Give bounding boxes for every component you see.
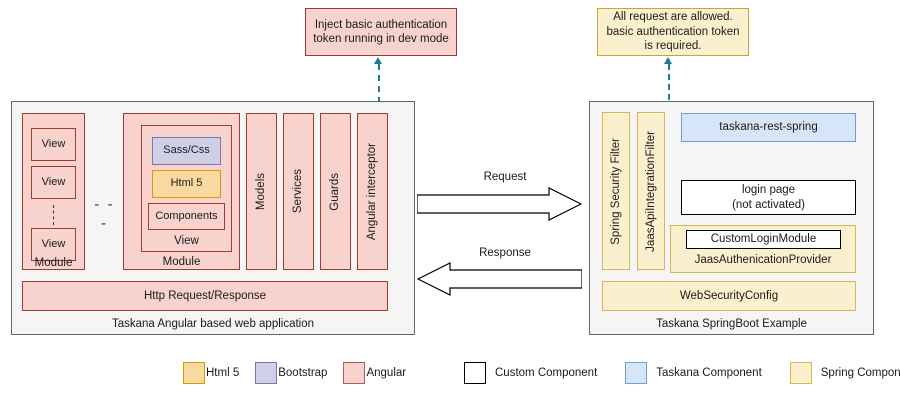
custom-login-module-box[interactable]: CustomLoginModule <box>686 230 841 249</box>
module-b-label: Module <box>162 255 201 268</box>
legend-swatch-bootstrap <box>255 362 278 384</box>
guards-column[interactable]: Guards <box>320 113 351 270</box>
module-a-view-ellipsis <box>53 205 54 225</box>
jaas-authentication-provider-label: JaasAuthenicationProvider <box>694 253 832 266</box>
legend-right-group: Custom Component Taskana Component Sprin… <box>464 362 900 384</box>
taskana-rest-spring-box[interactable]: taskana-rest-spring <box>681 113 856 142</box>
module-a-view-1[interactable]: View <box>31 128 76 161</box>
legend-label-spring-component: Spring Component <box>820 367 900 379</box>
models-column[interactable]: Models <box>246 113 277 270</box>
jaas-api-integration-filter-label: JaasApiIntegrationFilter <box>644 130 657 252</box>
legend-item-custom-component: Custom Component <box>464 362 597 384</box>
angular-note-arrowhead <box>374 57 382 64</box>
legend-item-taskana-component: Taskana Component <box>625 362 762 384</box>
http-request-response-bar[interactable]: Http Request/Response <box>22 281 388 311</box>
services-column[interactable]: Services <box>283 113 314 270</box>
module-a-label: Module <box>34 256 73 269</box>
spring-security-filter[interactable]: Spring Security Filter <box>602 112 630 270</box>
request-arrow-label: Request <box>483 170 527 183</box>
modules-ellipsis: - - - <box>88 196 121 232</box>
components-box[interactable]: Components <box>148 203 225 230</box>
response-arrow <box>417 262 582 296</box>
html5-box[interactable]: Html 5 <box>152 170 221 198</box>
legend-swatch-angular <box>343 362 366 384</box>
angular-note-connector <box>378 64 380 114</box>
spring-security-filter-label: Spring Security Filter <box>609 137 622 245</box>
module-a-view-2[interactable]: View <box>31 166 76 199</box>
angular-app-caption: Taskana Angular based web application <box>111 317 315 330</box>
module-b-view-label: View <box>174 235 199 248</box>
legend-swatch-custom-component <box>464 362 486 384</box>
legend-left-group: Html 5 Bootstrap Angular <box>183 362 406 384</box>
models-column-label: Models <box>255 172 268 211</box>
module-a-view-3[interactable]: View <box>31 228 76 261</box>
angular-interceptor-column[interactable]: Angular interceptor <box>357 113 388 270</box>
legend-label-bootstrap: Bootstrap <box>278 367 328 379</box>
angular-interceptor-column-label: Angular interceptor <box>366 142 379 241</box>
spring-auth-note: All request are allowed. basic authentic… <box>597 8 749 56</box>
legend-item-angular: Angular <box>343 362 406 384</box>
response-arrow-label: Response <box>479 246 531 259</box>
legend-label-html5: Html 5 <box>206 367 240 379</box>
spring-note-arrowhead <box>664 57 672 64</box>
web-security-config-bar[interactable]: WebSecurityConfig <box>602 281 856 311</box>
legend-label-angular: Angular <box>366 367 407 379</box>
login-page-box[interactable]: login page (not activated) <box>681 180 856 215</box>
services-column-label: Services <box>292 169 305 214</box>
login-page-title: login page <box>741 184 796 197</box>
legend-item-html5: Html 5 <box>183 362 239 384</box>
springboot-caption: Taskana SpringBoot Example <box>656 317 807 330</box>
angular-dev-token-note: Inject basic authentication token runnin… <box>305 8 457 56</box>
jaas-api-integration-filter[interactable]: JaasApiIntegrationFilter <box>637 112 665 270</box>
legend-label-custom-component: Custom Component <box>495 367 598 379</box>
legend-swatch-taskana-component <box>625 362 648 384</box>
request-arrow <box>417 187 582 221</box>
legend-item-spring-component: Spring Component <box>789 362 900 384</box>
sass-css-box[interactable]: Sass/Css <box>152 137 221 165</box>
legend-swatch-html5 <box>183 362 205 384</box>
legend-label-taskana-component: Taskana Component <box>656 367 762 379</box>
legend-swatch-spring-component <box>789 362 812 384</box>
login-page-status: (not activated) <box>732 198 805 211</box>
guards-column-label: Guards <box>329 172 342 211</box>
legend-item-bootstrap: Bootstrap <box>255 362 327 384</box>
